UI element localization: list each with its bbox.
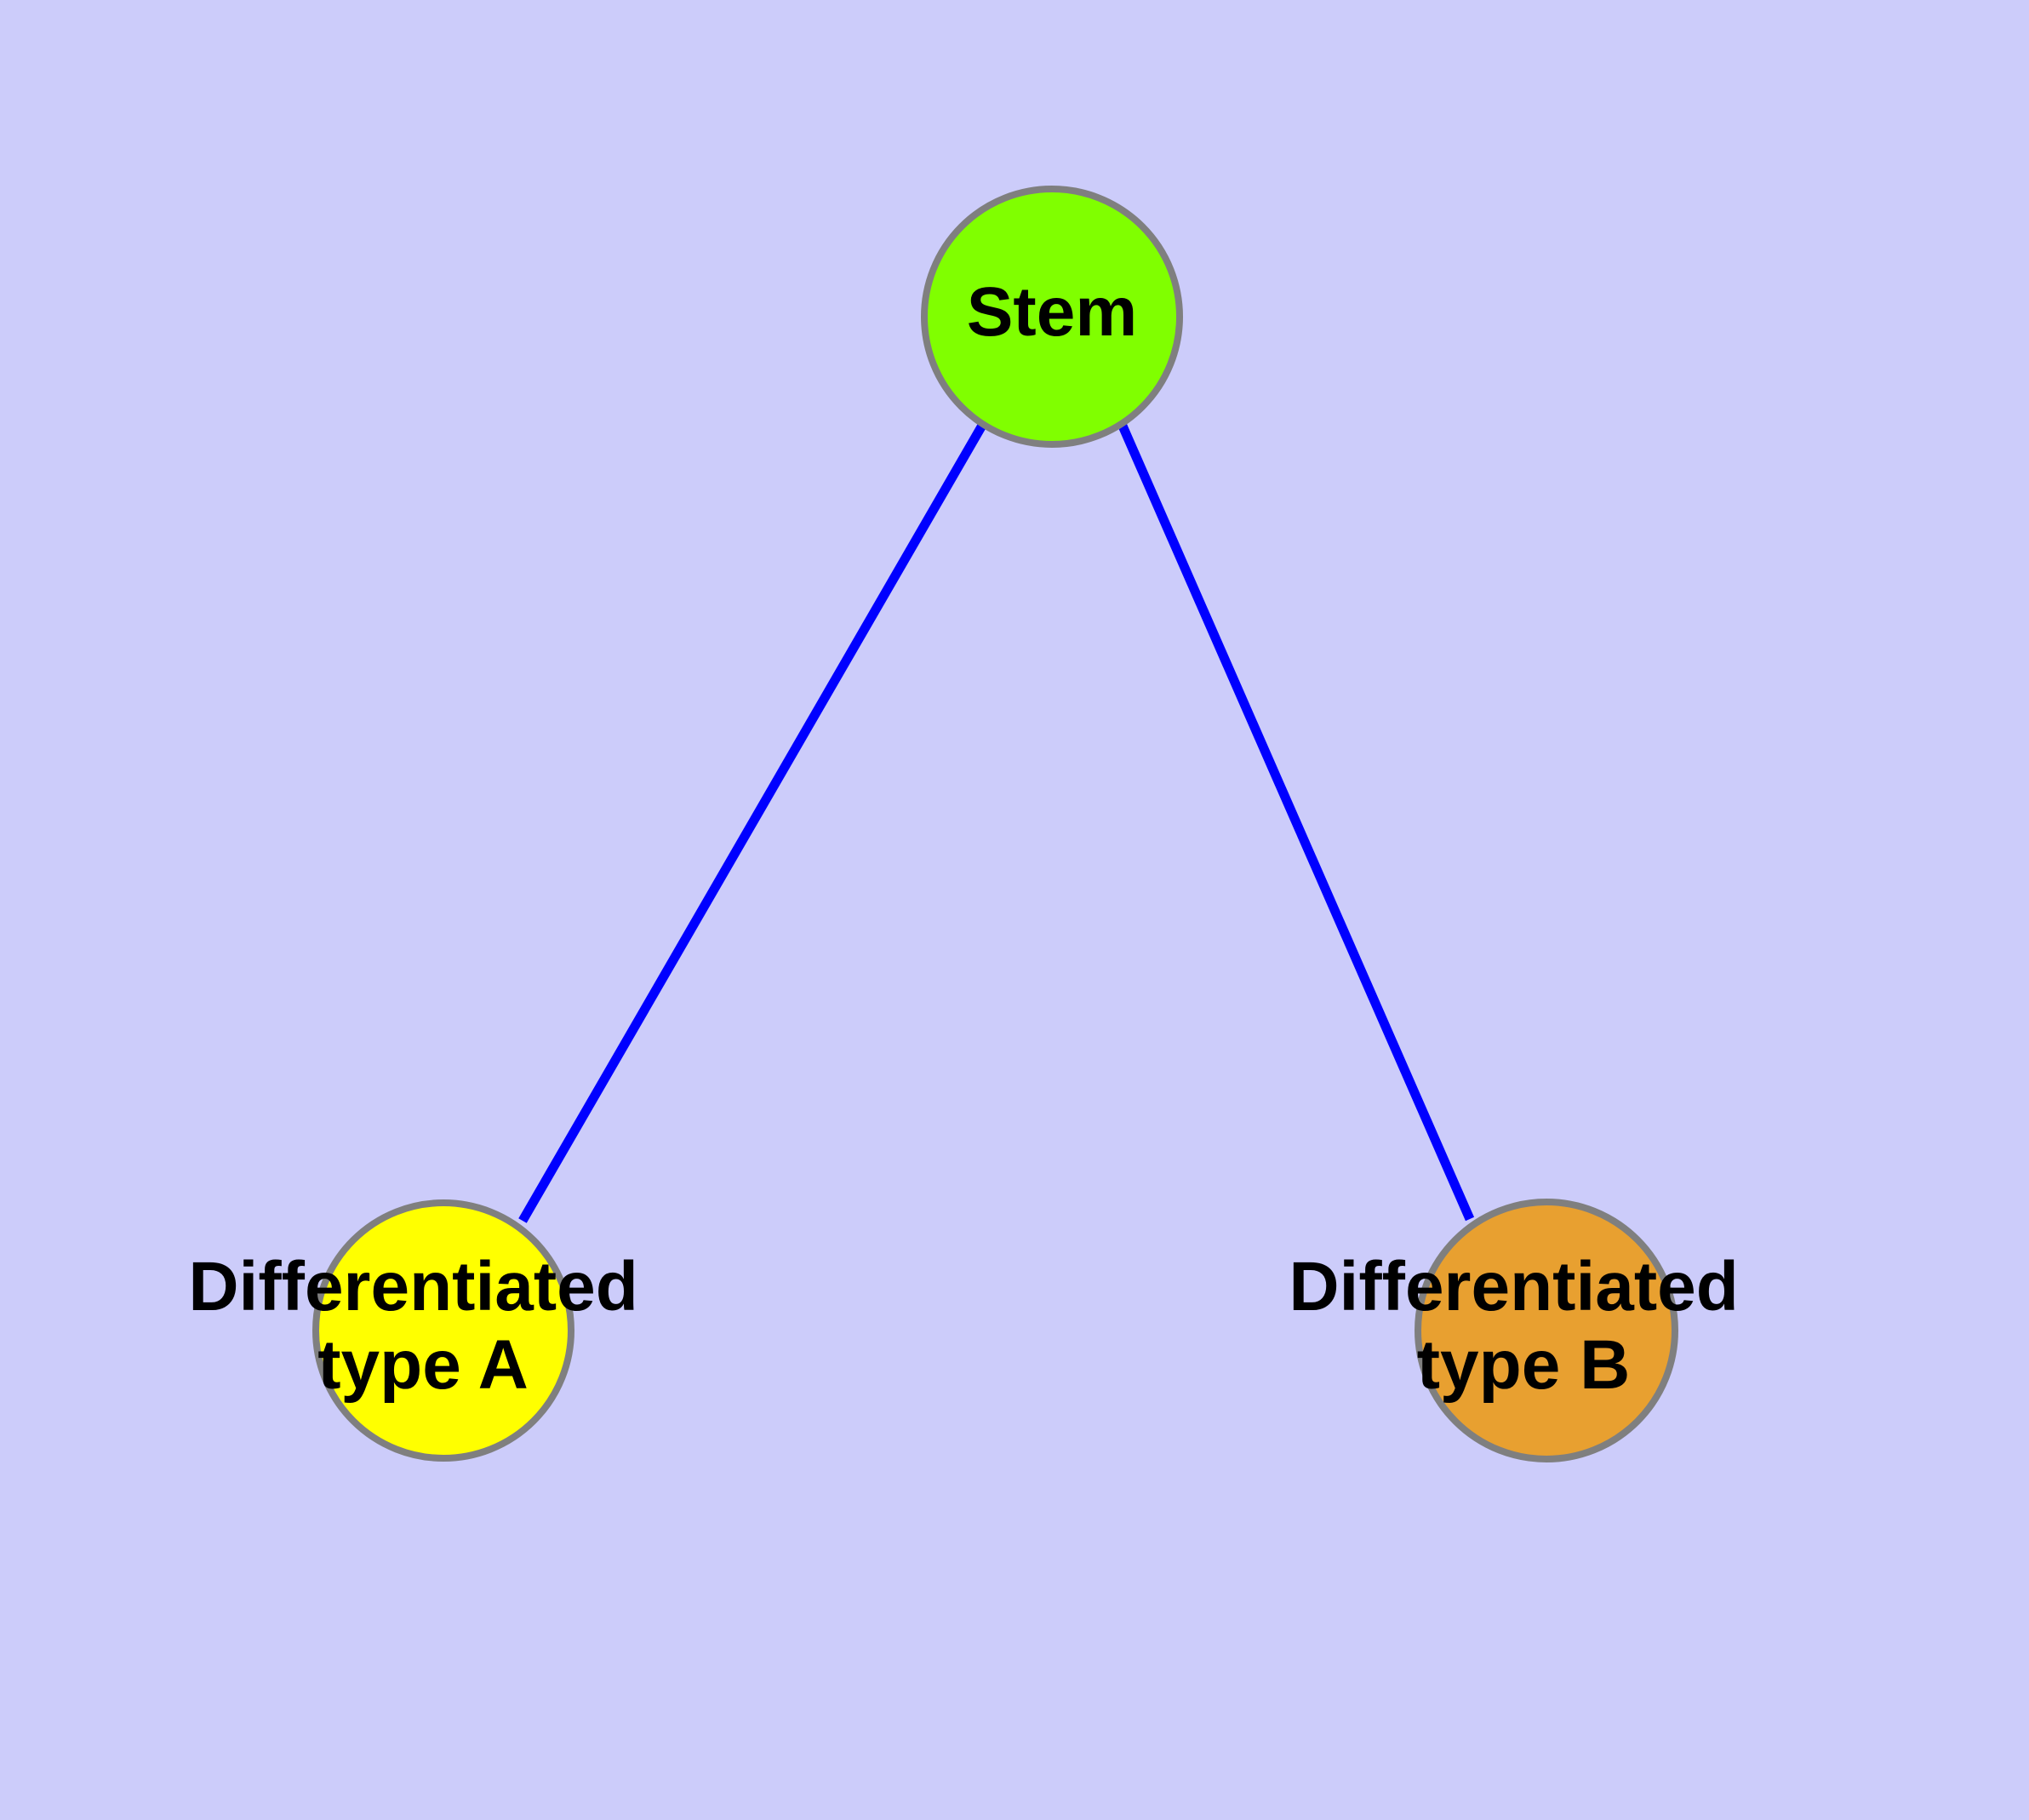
edge-stem-to-type-b[interactable]	[1117, 421, 1475, 1222]
edge-stem-to-type-a[interactable]	[518, 421, 987, 1223]
node-label-stem-line-1: Stem	[967, 273, 1138, 351]
node-label-differentiated-type-b-line-1: Differentiated	[1289, 1248, 1739, 1325]
node-label-differentiated-type-b-line-2: type B	[1417, 1326, 1631, 1404]
node-circle-differentiated-type-a[interactable]	[312, 1199, 574, 1462]
edge-layer	[518, 421, 1475, 1223]
node-label-layer: Stem Differentiated type A Differentiate…	[188, 273, 1758, 1404]
node-layer	[312, 186, 1678, 1462]
node-circle-stem[interactable]	[921, 186, 1183, 448]
node-label-differentiated-type-a: Differentiated type A	[188, 1248, 657, 1404]
node-circle-differentiated-type-b[interactable]	[1415, 1199, 1678, 1462]
node-label-differentiated-type-b: Differentiated type B	[1289, 1248, 1758, 1404]
node-label-differentiated-type-a-line-2: type A	[317, 1326, 529, 1404]
node-label-differentiated-type-a-line-1: Differentiated	[188, 1248, 638, 1325]
node-label-stem: Stem	[967, 273, 1138, 351]
